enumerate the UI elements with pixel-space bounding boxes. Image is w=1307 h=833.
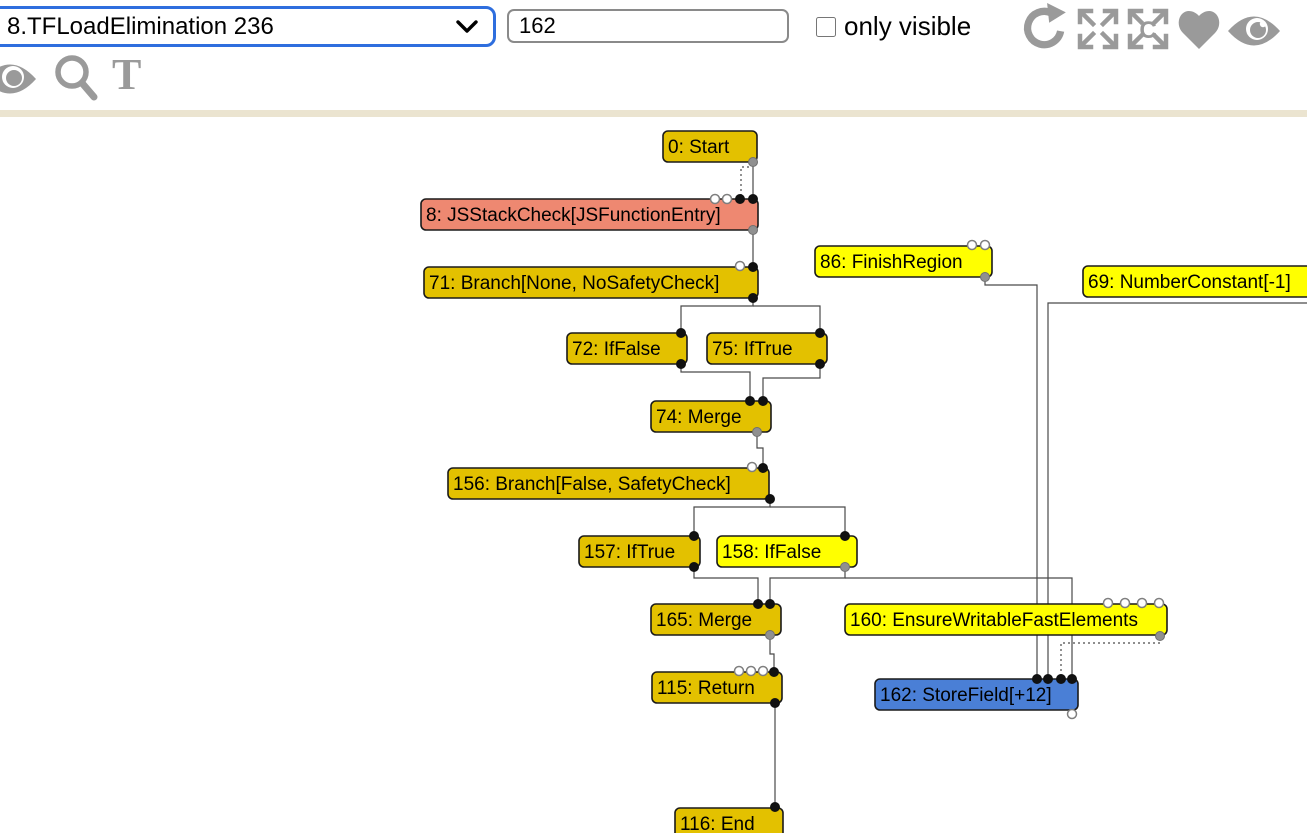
edge-numberconstant-storefield [1047,302,1307,676]
node-160-ensurewritable[interactable]: 160: EnsureWritableFastElements [844,603,1168,636]
svg-text:162: StoreField[+12]: 162: StoreField[+12] [880,685,1052,706]
svg-text:115: Return: 115: Return [657,678,755,699]
edge-iffalse158-merge165 [769,568,846,601]
svg-text:8: JSStackCheck[JSFunctionEntr: 8: JSStackCheck[JSFunctionEntry] [426,205,721,226]
node-0-start[interactable]: 0: Start [662,130,758,163]
edge-iftrue157-merge165 [693,568,759,601]
node-157-iftrue[interactable]: 157: IfTrue [578,535,701,568]
node-75-iftrue[interactable]: 75: IfTrue [706,332,828,365]
node-8-jsstackcheck[interactable]: 8: JSStackCheck[JSFunctionEntry] [420,198,759,231]
toolbar-separator [0,110,1307,117]
edge-start-stackcheck-dotted [740,166,749,196]
node-search-input[interactable] [507,9,789,43]
svg-text:156: Branch[False, SafetyCheck: 156: Branch[False, SafetyCheck] [453,474,731,495]
svg-text:86: FinishRegion: 86: FinishRegion [820,252,963,273]
svg-text:72: IfFalse: 72: IfFalse [572,339,661,360]
node-158-iffalse[interactable]: 158: IfFalse [716,535,858,568]
eye-icon[interactable] [1226,12,1282,50]
svg-text:158: IfFalse: 158: IfFalse [722,542,821,563]
eye-hide-icon[interactable] [0,60,38,98]
edge-merge165-return [769,636,775,669]
node-165-merge[interactable]: 165: Merge [650,603,782,636]
svg-text:74: Merge: 74: Merge [656,407,742,428]
svg-text:69: NumberConstant[-1]: 69: NumberConstant[-1] [1088,272,1291,293]
edge-branch71-iffalse72 [680,299,754,330]
edge-ensurewritable-storefield-dotted [1060,638,1161,676]
search-zoom-icon[interactable] [50,52,104,106]
svg-text:0: Start: 0: Start [668,137,730,158]
text-type-icon[interactable]: T [112,50,142,99]
edge-iffalse158-storefield [845,577,1073,676]
svg-text:75: IfTrue: 75: IfTrue [712,339,793,360]
expand-all-icon[interactable] [1074,5,1122,53]
svg-text:160: EnsureWritableFastElement: 160: EnsureWritableFastElements [850,610,1138,631]
edge-merge74-branch156 [756,433,764,465]
only-visible-checkbox[interactable] [816,17,836,37]
relayout-icon[interactable] [1020,3,1070,53]
node-74-merge[interactable]: 74: Merge [650,400,772,433]
svg-text:116: End: 116: End [680,814,755,833]
svg-text:165: Merge: 165: Merge [656,610,752,631]
node-156-branch[interactable]: 156: Branch[False, SafetyCheck] [447,467,770,500]
svg-text:157: IfTrue: 157: IfTrue [584,542,675,563]
heart-icon[interactable] [1174,5,1224,53]
node-72-iffalse[interactable]: 72: IfFalse [566,332,688,365]
only-visible-label: only visible [844,11,972,41]
svg-text:C: C [1139,17,1156,44]
node-86-finishregion[interactable]: 86: FinishRegion [814,245,993,278]
node-71-branch[interactable]: 71: Branch[None, NoSafetyCheck] [423,266,759,299]
edge-branch156-iftrue157 [693,500,771,533]
node-115-return[interactable]: 115: Return [651,671,783,704]
io-bubbles [676,157,1165,812]
edge-iftrue75-merge74 [762,365,821,398]
edge-iffalse72-merge74 [680,365,751,398]
edge-branch156-iffalse158 [770,506,846,533]
toolbar: 8.TFLoadElimination 236 only visible C [0,0,1307,110]
phase-select[interactable]: 8.TFLoadElimination 236 [0,6,496,47]
svg-text:71: Branch[None, NoSafetyCheck: 71: Branch[None, NoSafetyCheck] [429,273,719,294]
node-162-storefield-selected[interactable]: 162: StoreField[+12] [874,678,1079,711]
node-116-end[interactable]: 116: End [674,807,784,833]
edge-branch71-iftrue75 [753,305,821,330]
node-69-numberconstant[interactable]: 69: NumberConstant[-1] [1082,265,1307,298]
zoom-selection-icon[interactable]: C [1124,5,1172,53]
